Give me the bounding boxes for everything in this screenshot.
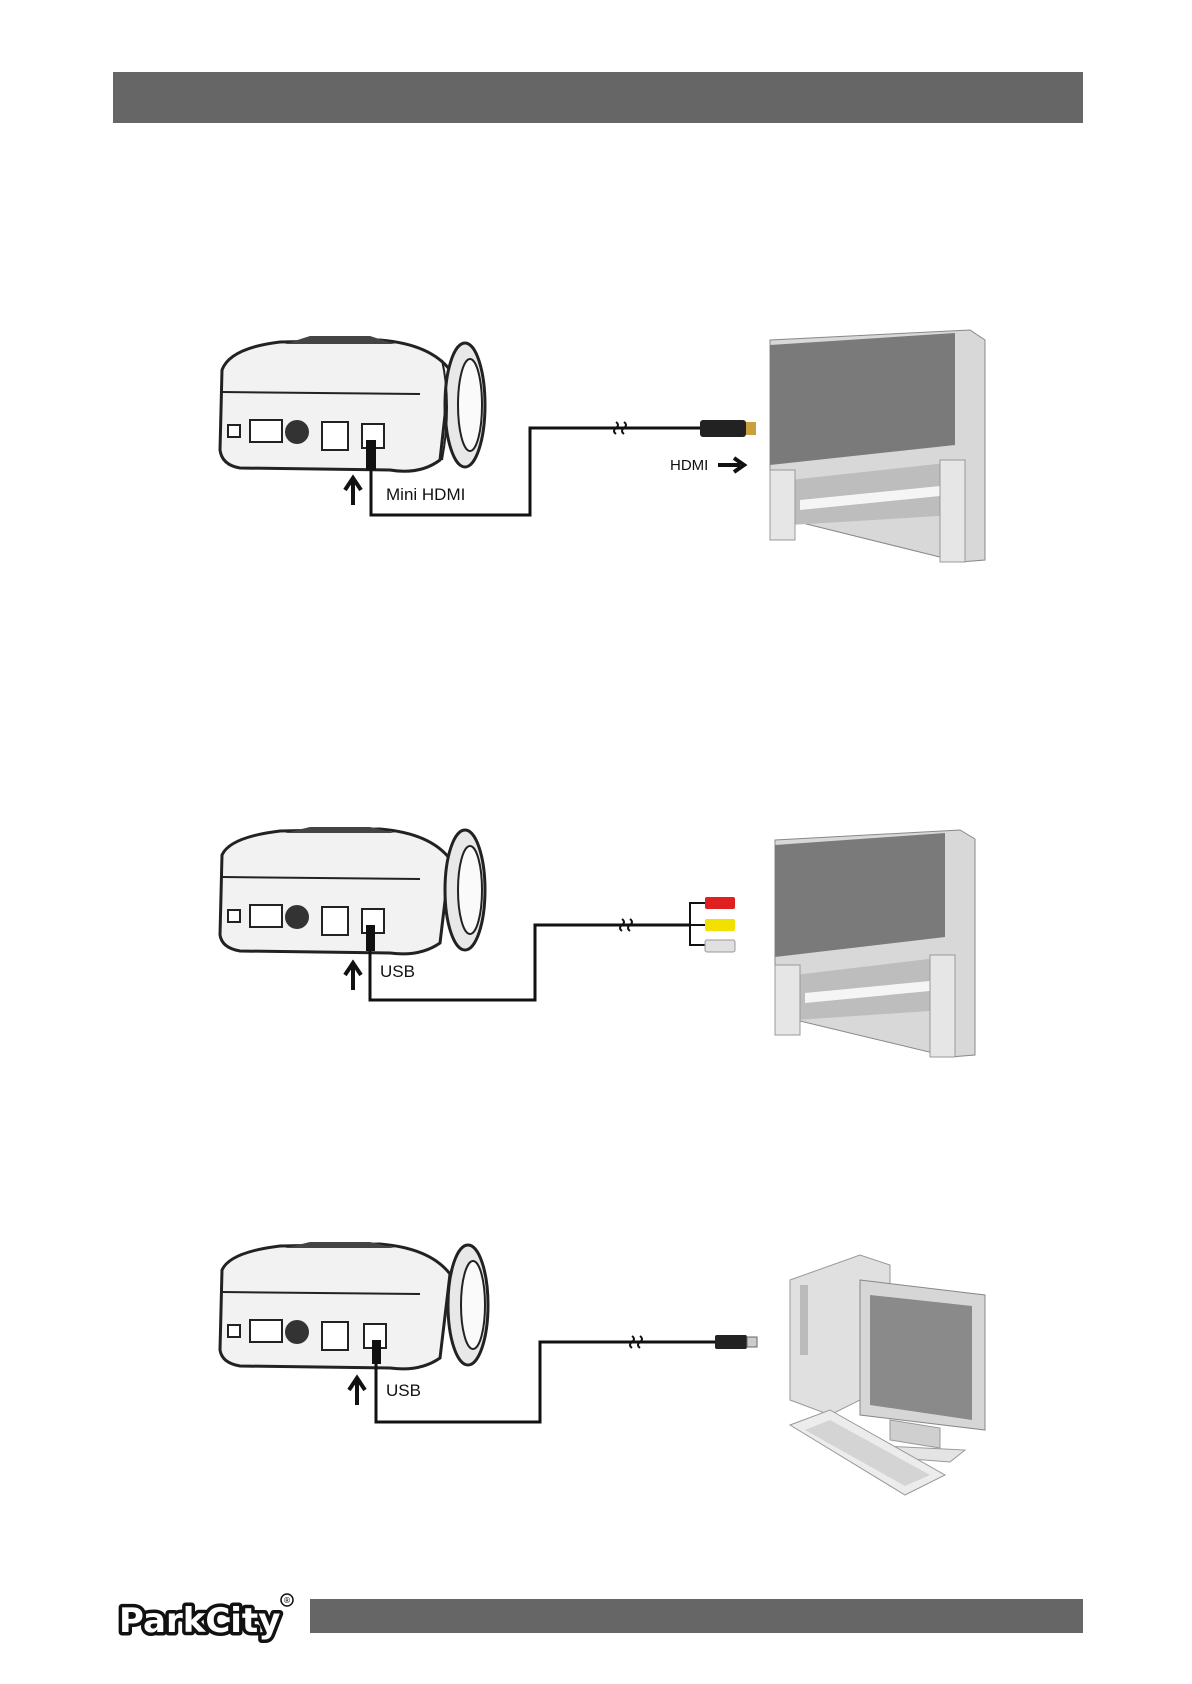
footer-bar: [310, 1599, 1083, 1633]
tv-icon: [775, 830, 975, 1057]
up-arrow-icon: [349, 1378, 365, 1405]
right-arrow-icon: [718, 458, 744, 472]
parkcity-logo: ParkCity ®: [117, 1590, 297, 1646]
usb-connection-diagram: USB: [0, 1240, 1192, 1530]
up-arrow-icon: [345, 478, 361, 505]
camera-icon: [220, 336, 485, 471]
usb-plug-icon: [715, 1335, 747, 1349]
computer-icon: [790, 1255, 985, 1495]
hdmi-connection-diagram: Mini HDMI HDMI: [0, 300, 1192, 590]
port-label: USB: [380, 962, 415, 981]
hdmi-plug-icon: [700, 420, 746, 437]
camera-icon: [220, 827, 485, 954]
header-bar: [113, 72, 1083, 123]
av-connection-diagram: USB: [0, 825, 1192, 1065]
red-plug-icon: [705, 897, 735, 909]
tv-input-label: HDMI: [670, 457, 708, 474]
port-label: Mini HDMI: [386, 485, 465, 504]
port-label: USB: [386, 1381, 421, 1400]
tv-icon: [770, 330, 985, 562]
up-arrow-icon: [345, 963, 361, 990]
brand-name: ParkCity: [119, 1601, 280, 1641]
yellow-plug-icon: [705, 919, 735, 931]
white-plug-icon: [705, 940, 735, 952]
registered-mark: ®: [283, 1596, 291, 1605]
camera-icon: [220, 1242, 488, 1369]
mini-hdmi-plug-icon: [366, 440, 376, 470]
